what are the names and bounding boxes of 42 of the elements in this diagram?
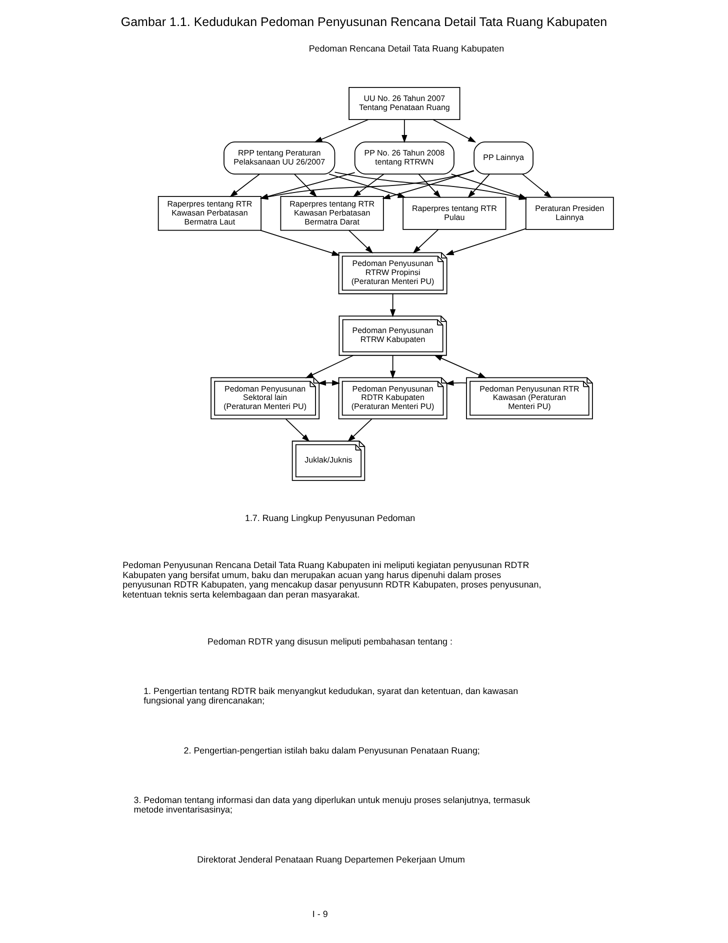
- node-box: Raperpres tentang RTR Kawasan Perbatasan Bermatra Darat: [280, 196, 384, 231]
- diagram-title: Gambar 1.1. Kedudukan Pedoman Penyusunan Rencana Detail Tata Ruang Kabupaten: [120, 14, 608, 29]
- arrow: [352, 174, 384, 198]
- label: 2. Pengertian-pengertian istilah baku dalam Penyusunan Penataan Ruang;: [184, 745, 480, 756]
- label: Pedoman RDTR yang disusun meliputi pembahasan tentang :: [207, 636, 452, 646]
- arrow: [432, 119, 476, 143]
- arrow: [390, 294, 396, 318]
- arrow: [412, 229, 439, 254]
- node-box: PP Lainnya: [474, 141, 534, 175]
- node-box: Peraturan Presiden Lainnya: [525, 196, 614, 230]
- node-box: PP No. 26 Tahun 2008 tentang RTRWN: [354, 141, 454, 175]
- arrow: [285, 418, 310, 442]
- arrow: [434, 354, 486, 378]
- arrow: [348, 230, 374, 254]
- arrow: [230, 174, 260, 198]
- arrow: [446, 228, 526, 256]
- label: Direktorat Jenderal Penataan Ruang Departemen Pekerjaan Umum: [197, 854, 466, 864]
- node-box: UU No. 26 Tahun 2007 Tentang Penataan Ruang: [348, 86, 460, 120]
- arrow: [390, 355, 396, 379]
- label: Pedoman Penyusunan Rencana Detail Tata Ruang Kabupaten ini meliputi kegiatan penyusunan RDTR Kabupaten yang bersifat umum, baku dan merupakan acuan yang harus dipenuhi dalam proses penyusunan RDTR Kabupaten, yang mencakup dasar penyusunn RDTR Kabupaten, proses penyusunan, ketentuan teknis serta kelembagaan dan peran masyarakat.: [122, 560, 542, 600]
- node-box: Raperpres tentang RTR Pulau: [402, 196, 506, 230]
- arrow: [294, 174, 318, 198]
- arrow: [418, 174, 441, 198]
- arrow: [382, 170, 474, 200]
- arrow: [446, 380, 467, 386]
- node-box: RPP tentang Peraturan Pelaksanaan UU 26/2007: [224, 141, 336, 175]
- label: 1.7. Ruang Lingkup Penyusunan Pedoman: [244, 513, 416, 524]
- arrow: [305, 355, 354, 378]
- arrow: [318, 380, 340, 386]
- label: 1. Pengertian tentang RDTR baik menyangkut kedudukan, syarat dan ketentuan, dan kawasan fungsional yang direncanakan;: [144, 686, 518, 706]
- arrow: [468, 174, 490, 198]
- arrow: [402, 119, 408, 144]
- label: I - 9: [312, 908, 328, 919]
- label: Pedoman Rencana Detail Tata Ruang Kabupaten: [308, 43, 504, 54]
- node-box: Raperpres tentang RTR Kawasan Perbatasan Bermatra Laut: [158, 196, 262, 231]
- arrow: [522, 174, 552, 198]
- arrow: [260, 230, 340, 256]
- arrow: [348, 418, 372, 442]
- label: 3. Pedoman tentang informasi dan data yang diperlukan untuk menuju proses selanjutnya, termasuk metode inventarisasinya;: [134, 794, 530, 815]
- arrow: [314, 119, 369, 142]
- arrow: [450, 174, 528, 199]
- arrow: [328, 174, 406, 198]
